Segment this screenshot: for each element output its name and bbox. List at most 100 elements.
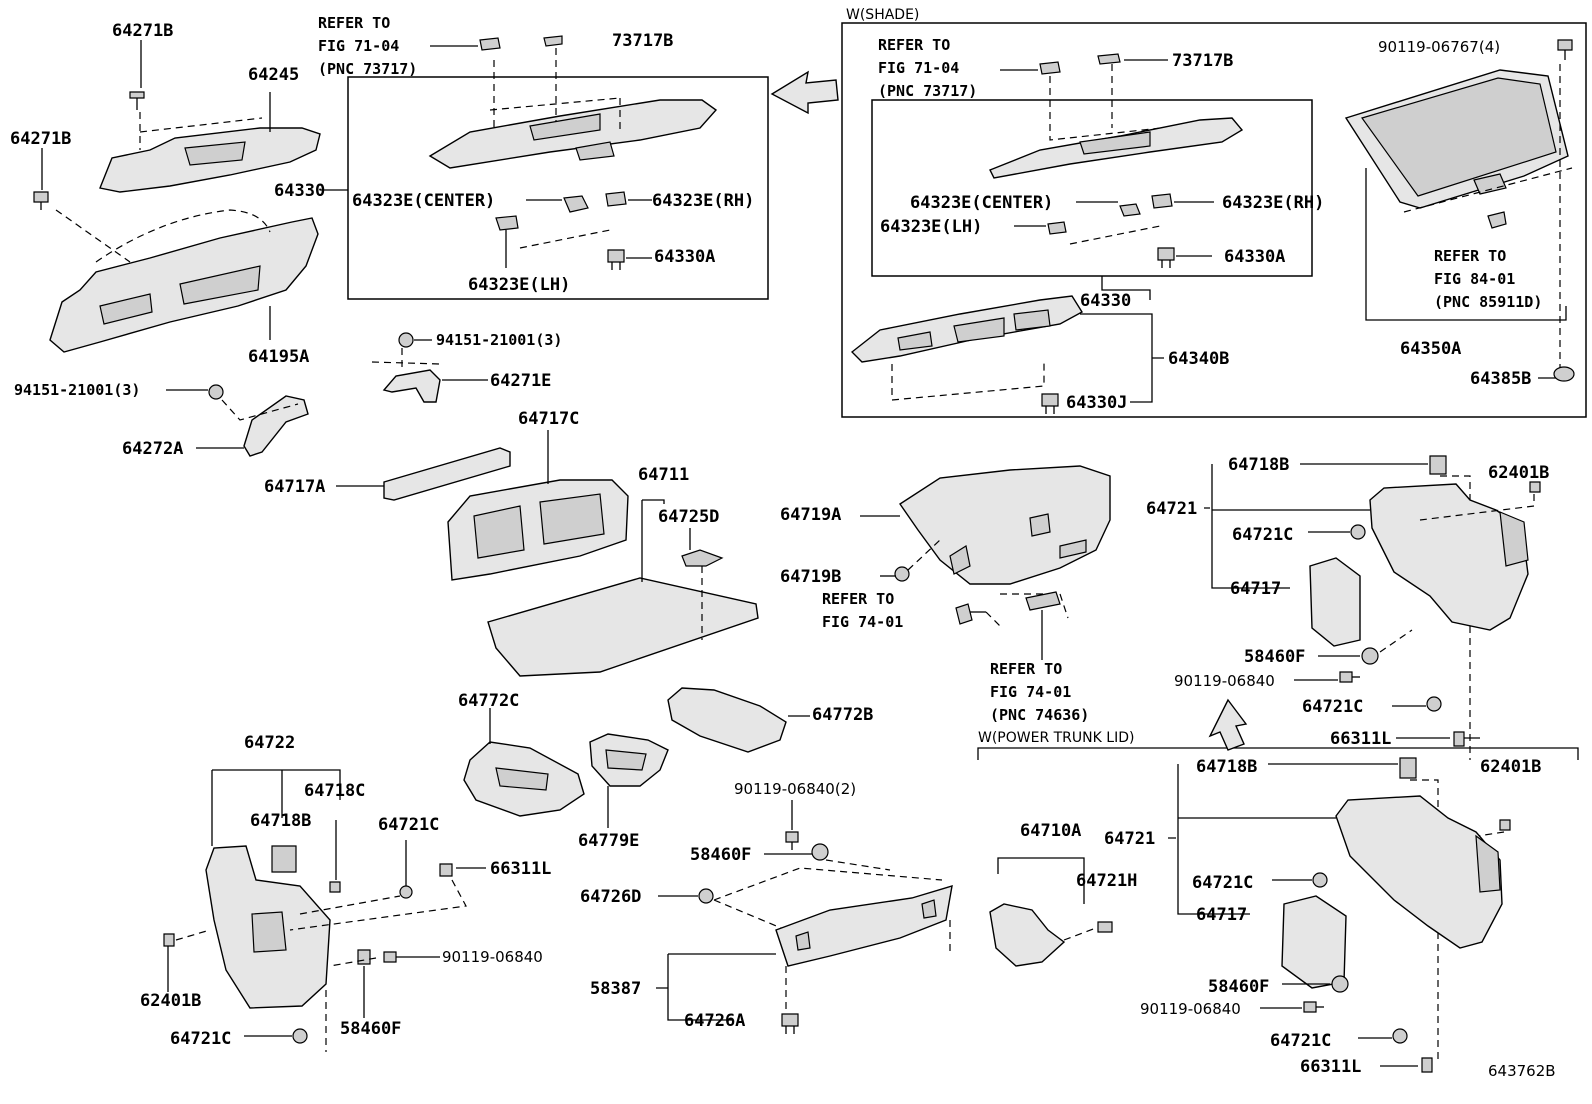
label-66311L-lower: 66311L <box>1300 1057 1361 1077</box>
label-64718B-upper: 64718B <box>1228 455 1289 475</box>
label-64718B-left: 64718B <box>250 811 311 831</box>
label-64272A: 64272A <box>122 439 183 459</box>
label-64772B: 64772B <box>812 705 873 725</box>
clip-64718B-left-icon <box>271 845 297 873</box>
clip-64271B-top-icon <box>129 91 145 110</box>
part-64725D-icon <box>681 549 724 567</box>
clip-64718B-lower-icon <box>1399 757 1417 779</box>
clip-64718B-upper-icon <box>1429 455 1447 475</box>
svg-text:(PNC 74636): (PNC 74636) <box>990 706 1089 724</box>
label-64721-upper: 64721 <box>1146 499 1197 519</box>
clip-58460F-upper-icon <box>1361 647 1379 665</box>
label-64271B-left: 64271B <box>10 129 71 149</box>
svg-text:(PNC 85911D): (PNC 85911D) <box>1434 293 1542 311</box>
part-64717-lower-icon <box>1281 895 1347 989</box>
clip-66311L-upper-icon <box>1453 731 1465 747</box>
svg-text:FIG 84-01: FIG 84-01 <box>1434 270 1515 288</box>
refer-note-74-01-a: REFER TO FIG 74-01 <box>822 590 903 631</box>
svg-text:FIG 71-04: FIG 71-04 <box>878 59 959 77</box>
label-62401B-left: 62401B <box>140 991 201 1011</box>
label-64725D: 64725D <box>658 507 719 527</box>
bolt-refer-74-01-icon <box>955 603 986 625</box>
svg-text:(PNC 73717): (PNC 73717) <box>878 82 977 100</box>
bolt-90119-06840-mid-icon <box>383 951 440 963</box>
label-73717B-right: 73717B <box>1172 51 1233 71</box>
part-64710A-icon <box>989 903 1066 967</box>
label-64721H: 64721H <box>1076 871 1137 891</box>
svg-text:FIG 71-04: FIG 71-04 <box>318 37 399 55</box>
svg-text:REFER TO: REFER TO <box>822 590 894 608</box>
power-trunk-lid-bracket <box>977 747 1579 760</box>
label-66311L-mid: 66311L <box>490 859 551 879</box>
section-shade-label: W(SHADE) <box>846 7 919 23</box>
part-64772B-icon <box>667 687 787 753</box>
label-64718B-lower: 64718B <box>1196 757 1257 777</box>
label-64323E-lh-left: 64323E(LH) <box>468 275 570 295</box>
label-58387: 58387 <box>590 979 641 999</box>
clip-64726A-icon <box>781 1013 799 1034</box>
label-62401B-lower: 62401B <box>1480 757 1541 777</box>
part-73717B-left-icon <box>543 35 563 47</box>
label-64330A-left: 64330A <box>654 247 715 267</box>
clip-64385B-icon <box>1553 366 1575 382</box>
label-64323E-center-left: 64323E(CENTER) <box>352 191 495 211</box>
clip-62401B-left-icon <box>163 933 175 947</box>
bolt-90119-06840-2-icon <box>785 831 799 850</box>
clip-64718C-icon <box>329 881 341 893</box>
label-64721C-bottom-left: 64721C <box>170 1029 231 1049</box>
label-94151-upper: 94151-21001(3) <box>436 331 562 349</box>
clip-58460F-center-icon <box>811 843 829 861</box>
label-64726D: 64726D <box>580 887 641 907</box>
label-64772C: 64772C <box>458 691 519 711</box>
svg-text:REFER TO: REFER TO <box>318 14 390 32</box>
clip-58460F-lower-icon <box>1331 975 1349 993</box>
svg-text:FIG 74-01: FIG 74-01 <box>822 613 903 631</box>
svg-text:(PNC 73717): (PNC 73717) <box>318 60 417 78</box>
label-66311L-upper: 66311L <box>1330 729 1391 749</box>
part-73717B-right-icon <box>1097 53 1121 65</box>
refer-note-74-01-b: REFER TO FIG 74-01 (PNC 74636) <box>990 660 1089 724</box>
label-64245: 64245 <box>248 65 299 85</box>
label-58460F-center: 58460F <box>690 845 751 865</box>
shade-section-box <box>841 22 1587 418</box>
refer-note-84-01: REFER TO FIG 84-01 (PNC 85911D) <box>1434 247 1542 311</box>
clip-58460F-mid-icon <box>357 949 371 965</box>
clip-64330J-icon <box>1041 393 1059 414</box>
refer-note-71-04-left: REFER TO FIG 71-04 (PNC 73717) <box>318 14 417 78</box>
label-64330J: 64330J <box>1066 393 1127 413</box>
label-64330A-right: 64330A <box>1224 247 1285 267</box>
label-64719A: 64719A <box>780 505 841 525</box>
label-62401B-upper: 62401B <box>1488 463 1549 483</box>
section-power-trunk-lid-label: W(POWER TRUNK LID) <box>978 730 1134 746</box>
label-64323E-rh-left: 64323E(RH) <box>652 191 754 211</box>
clip-64721C-bottom-left-icon <box>292 1028 308 1044</box>
clip-64271B-left-icon <box>33 191 49 210</box>
label-64350A: 64350A <box>1400 339 1461 359</box>
part-58387-icon <box>775 885 953 967</box>
part-64271E-icon <box>382 369 441 403</box>
label-64721C-lower2: 64721C <box>1270 1031 1331 1051</box>
clip-66311L-mid-icon <box>439 863 453 877</box>
label-64340B: 64340B <box>1168 349 1229 369</box>
label-90119-06840-mid: 90119-06840 <box>442 948 543 966</box>
arrow-up-icon <box>1208 698 1248 751</box>
clip-64721C-mid-icon <box>399 885 413 899</box>
label-64323E-center-right: 64323E(CENTER) <box>910 193 1053 213</box>
clip-64330A-right-icon <box>1157 247 1175 268</box>
label-64721C-upper1: 64721C <box>1232 525 1293 545</box>
part-64272A-icon <box>243 395 309 457</box>
refer-note-71-04-right: REFER TO FIG 71-04 (PNC 73717) <box>878 36 977 100</box>
label-64330-right: 64330 <box>1080 291 1131 311</box>
label-64718C: 64718C <box>304 781 365 801</box>
label-64719B: 64719B <box>780 567 841 587</box>
label-90119-06767: 90119-06767(4) <box>1378 38 1500 56</box>
svg-text:REFER TO: REFER TO <box>1434 247 1506 265</box>
svg-text:REFER TO: REFER TO <box>878 36 950 54</box>
svg-text:REFER TO: REFER TO <box>990 660 1062 678</box>
part-64711-mat-icon <box>487 577 759 677</box>
label-64711: 64711 <box>638 465 689 485</box>
label-90119-06840-lower: 90119-06840 <box>1140 1000 1241 1018</box>
label-58460F-mid: 58460F <box>340 1019 401 1039</box>
